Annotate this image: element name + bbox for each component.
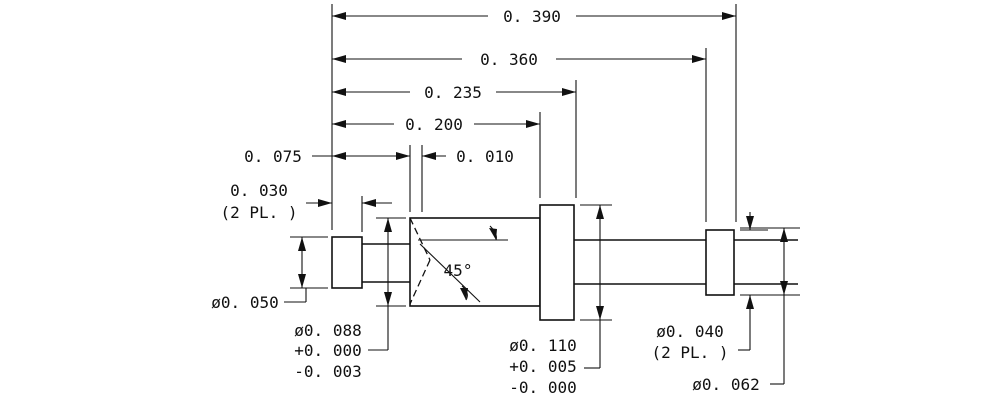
head-030-label: 0. 030: [230, 181, 288, 200]
length-075-label: 0. 075: [244, 147, 302, 166]
dia-040-note: (2 PL. ): [651, 343, 728, 362]
dim-dia-062: ø0. 062: [692, 228, 788, 394]
dia-088-tol-minus: -0. 003: [294, 362, 361, 381]
left-head: [331, 236, 363, 289]
dim-length-075: 0. 075: [244, 147, 410, 166]
dim-dia-050: ø0. 050: [211, 237, 307, 312]
length-235-label: 0. 235: [424, 83, 482, 102]
dia-088-tol-plus: +0. 000: [294, 341, 361, 360]
chamfer-angle-label: 45°: [444, 261, 473, 280]
dim-length-360: 0. 360: [332, 50, 706, 69]
collar: [539, 204, 575, 321]
chamfer-angle-callout: 45°: [418, 225, 508, 303]
dia-062-label: ø0. 062: [692, 375, 759, 394]
dim-gap-010: 0. 010: [422, 147, 514, 166]
dim-length-235: 0. 235: [332, 83, 576, 102]
head-030-note: (2 PL. ): [220, 203, 297, 222]
dia-088-label: ø0. 088: [294, 321, 361, 340]
length-200-label: 0. 200: [405, 115, 463, 134]
dim-dia-040: ø0. 040 (2 PL. ): [651, 212, 754, 362]
dim-dia-110: ø0. 110 +0. 005 -0. 000: [509, 205, 604, 397]
body: [409, 217, 541, 307]
overall-length-label: 0. 390: [503, 7, 561, 26]
part-outline: [331, 204, 798, 321]
right-head: [705, 229, 735, 296]
dia-110-label: ø0. 110: [509, 336, 576, 355]
length-360-label: 0. 360: [480, 50, 538, 69]
dia-110-tol-minus: -0. 000: [509, 378, 576, 397]
dia-110-tol-plus: +0. 005: [509, 357, 576, 376]
dia-040-label: ø0. 040: [656, 322, 723, 341]
dim-length-200: 0. 200: [332, 115, 540, 134]
gap-010-label: 0. 010: [456, 147, 514, 166]
dim-dia-088: ø0. 088 +0. 000 -0. 003: [294, 218, 392, 381]
dim-overall-length: 0. 390: [332, 7, 736, 26]
chamfer-hidden-line: [409, 217, 431, 261]
dia-050-label: ø0. 050: [211, 293, 278, 312]
dim-head-030: 0. 030 (2 PL. ): [220, 181, 392, 222]
